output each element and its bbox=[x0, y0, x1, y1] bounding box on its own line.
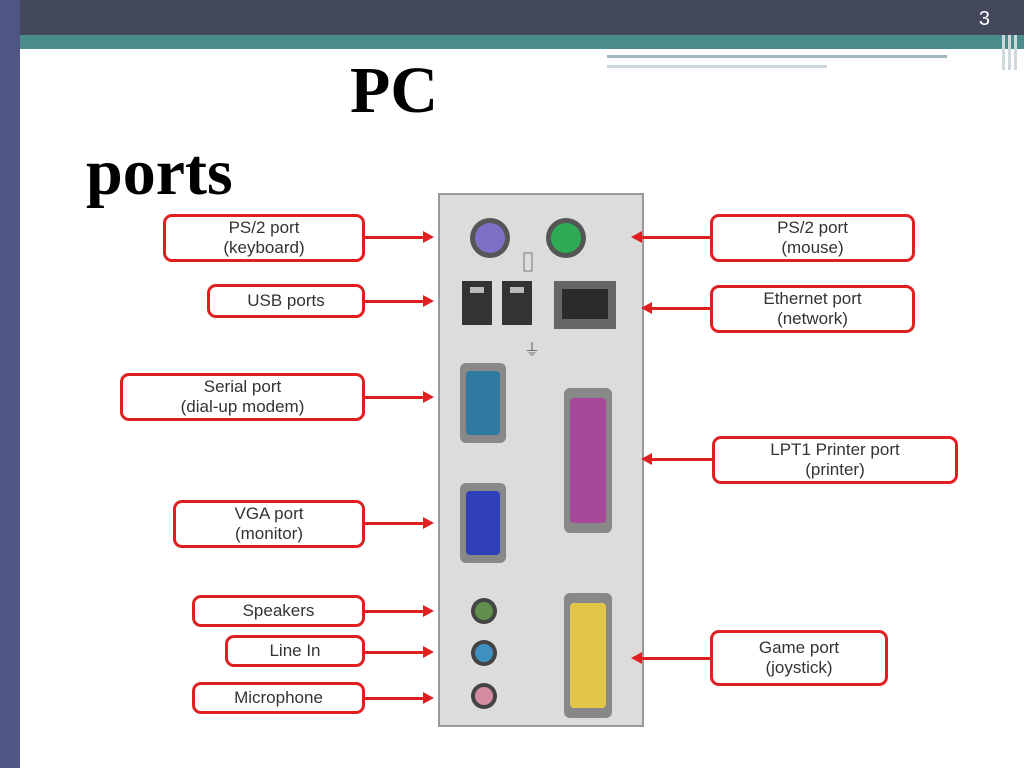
lpt1-port bbox=[564, 388, 612, 533]
label-lpt1-line1: LPT1 Printer port bbox=[770, 440, 900, 459]
top-header-bar bbox=[20, 0, 1024, 35]
label-serial-line1: Serial port bbox=[203, 377, 282, 396]
accent-line-2 bbox=[607, 65, 827, 68]
arrow-vga bbox=[365, 517, 434, 529]
vga-port bbox=[460, 483, 506, 563]
arrow-lpt1 bbox=[641, 453, 712, 465]
label-speakers: Speakers bbox=[192, 595, 365, 627]
title-line-2: ports bbox=[86, 136, 233, 209]
label-game-line1: Game port bbox=[758, 638, 840, 657]
label-line-in-line1: Line In bbox=[269, 641, 321, 660]
game-port bbox=[564, 593, 612, 718]
arrow-ethernet bbox=[641, 302, 710, 314]
microphone-jack bbox=[471, 683, 497, 709]
label-usb: USB ports bbox=[207, 284, 365, 318]
arrow-speakers bbox=[365, 605, 434, 617]
usb-icon: ⏚ bbox=[524, 340, 540, 359]
label-ps2-mouse-line1: PS/2 port bbox=[777, 218, 848, 237]
label-serial: Serial port (dial-up modem) bbox=[120, 373, 365, 421]
label-serial-line2: (dial-up modem) bbox=[180, 397, 305, 416]
label-vga: VGA port (monitor) bbox=[173, 500, 365, 548]
label-microphone-line1: Microphone bbox=[234, 688, 323, 707]
label-usb-line1: USB ports bbox=[247, 291, 325, 310]
arrow-ps2-mouse bbox=[631, 231, 710, 243]
accent-line-1 bbox=[607, 55, 947, 58]
label-ethernet-line1: Ethernet port bbox=[763, 289, 862, 308]
usb-ports bbox=[462, 281, 532, 325]
arrow-ps2-keyboard bbox=[365, 231, 434, 243]
ps2-mouse-port bbox=[546, 218, 586, 258]
label-ps2-keyboard-line2: (keyboard) bbox=[223, 238, 305, 257]
title-line-1: PC bbox=[350, 54, 438, 127]
label-ethernet-line2: (network) bbox=[777, 309, 848, 328]
label-ps2-mouse-line2: (mouse) bbox=[781, 238, 844, 257]
line-in-jack bbox=[471, 640, 497, 666]
slide-number: 3 bbox=[978, 8, 990, 30]
ps2-keyboard-port bbox=[470, 218, 510, 258]
left-accent-bar bbox=[0, 0, 20, 768]
label-line-in: Line In bbox=[225, 635, 365, 667]
label-lpt1: LPT1 Printer port (printer) bbox=[712, 436, 958, 484]
arrow-game bbox=[631, 652, 710, 664]
arrow-line-in bbox=[365, 646, 434, 658]
label-microphone: Microphone bbox=[192, 682, 365, 714]
io-panel-ports: ⏚ bbox=[460, 218, 616, 718]
keyboard-icon bbox=[523, 252, 533, 272]
arrow-microphone bbox=[365, 692, 434, 704]
label-game: Game port (joystick) bbox=[710, 630, 888, 686]
label-vga-line2: (monitor) bbox=[234, 524, 303, 543]
label-game-line2: (joystick) bbox=[765, 658, 833, 677]
serial-port bbox=[460, 363, 506, 443]
arrow-usb bbox=[365, 295, 434, 307]
label-ps2-keyboard: PS/2 port (keyboard) bbox=[163, 214, 365, 262]
speakers-jack bbox=[471, 598, 497, 624]
ethernet-port bbox=[554, 281, 616, 329]
label-ps2-keyboard-line1: PS/2 port bbox=[228, 218, 300, 237]
label-speakers-line1: Speakers bbox=[242, 601, 315, 620]
arrow-serial bbox=[365, 391, 434, 403]
label-vga-line1: VGA port bbox=[234, 504, 304, 523]
teal-accent-bar bbox=[20, 35, 1024, 49]
label-ps2-mouse: PS/2 port (mouse) bbox=[710, 214, 915, 262]
label-ethernet: Ethernet port (network) bbox=[710, 285, 915, 333]
right-stripes bbox=[1002, 35, 1017, 70]
label-lpt1-line2: (printer) bbox=[805, 460, 865, 479]
